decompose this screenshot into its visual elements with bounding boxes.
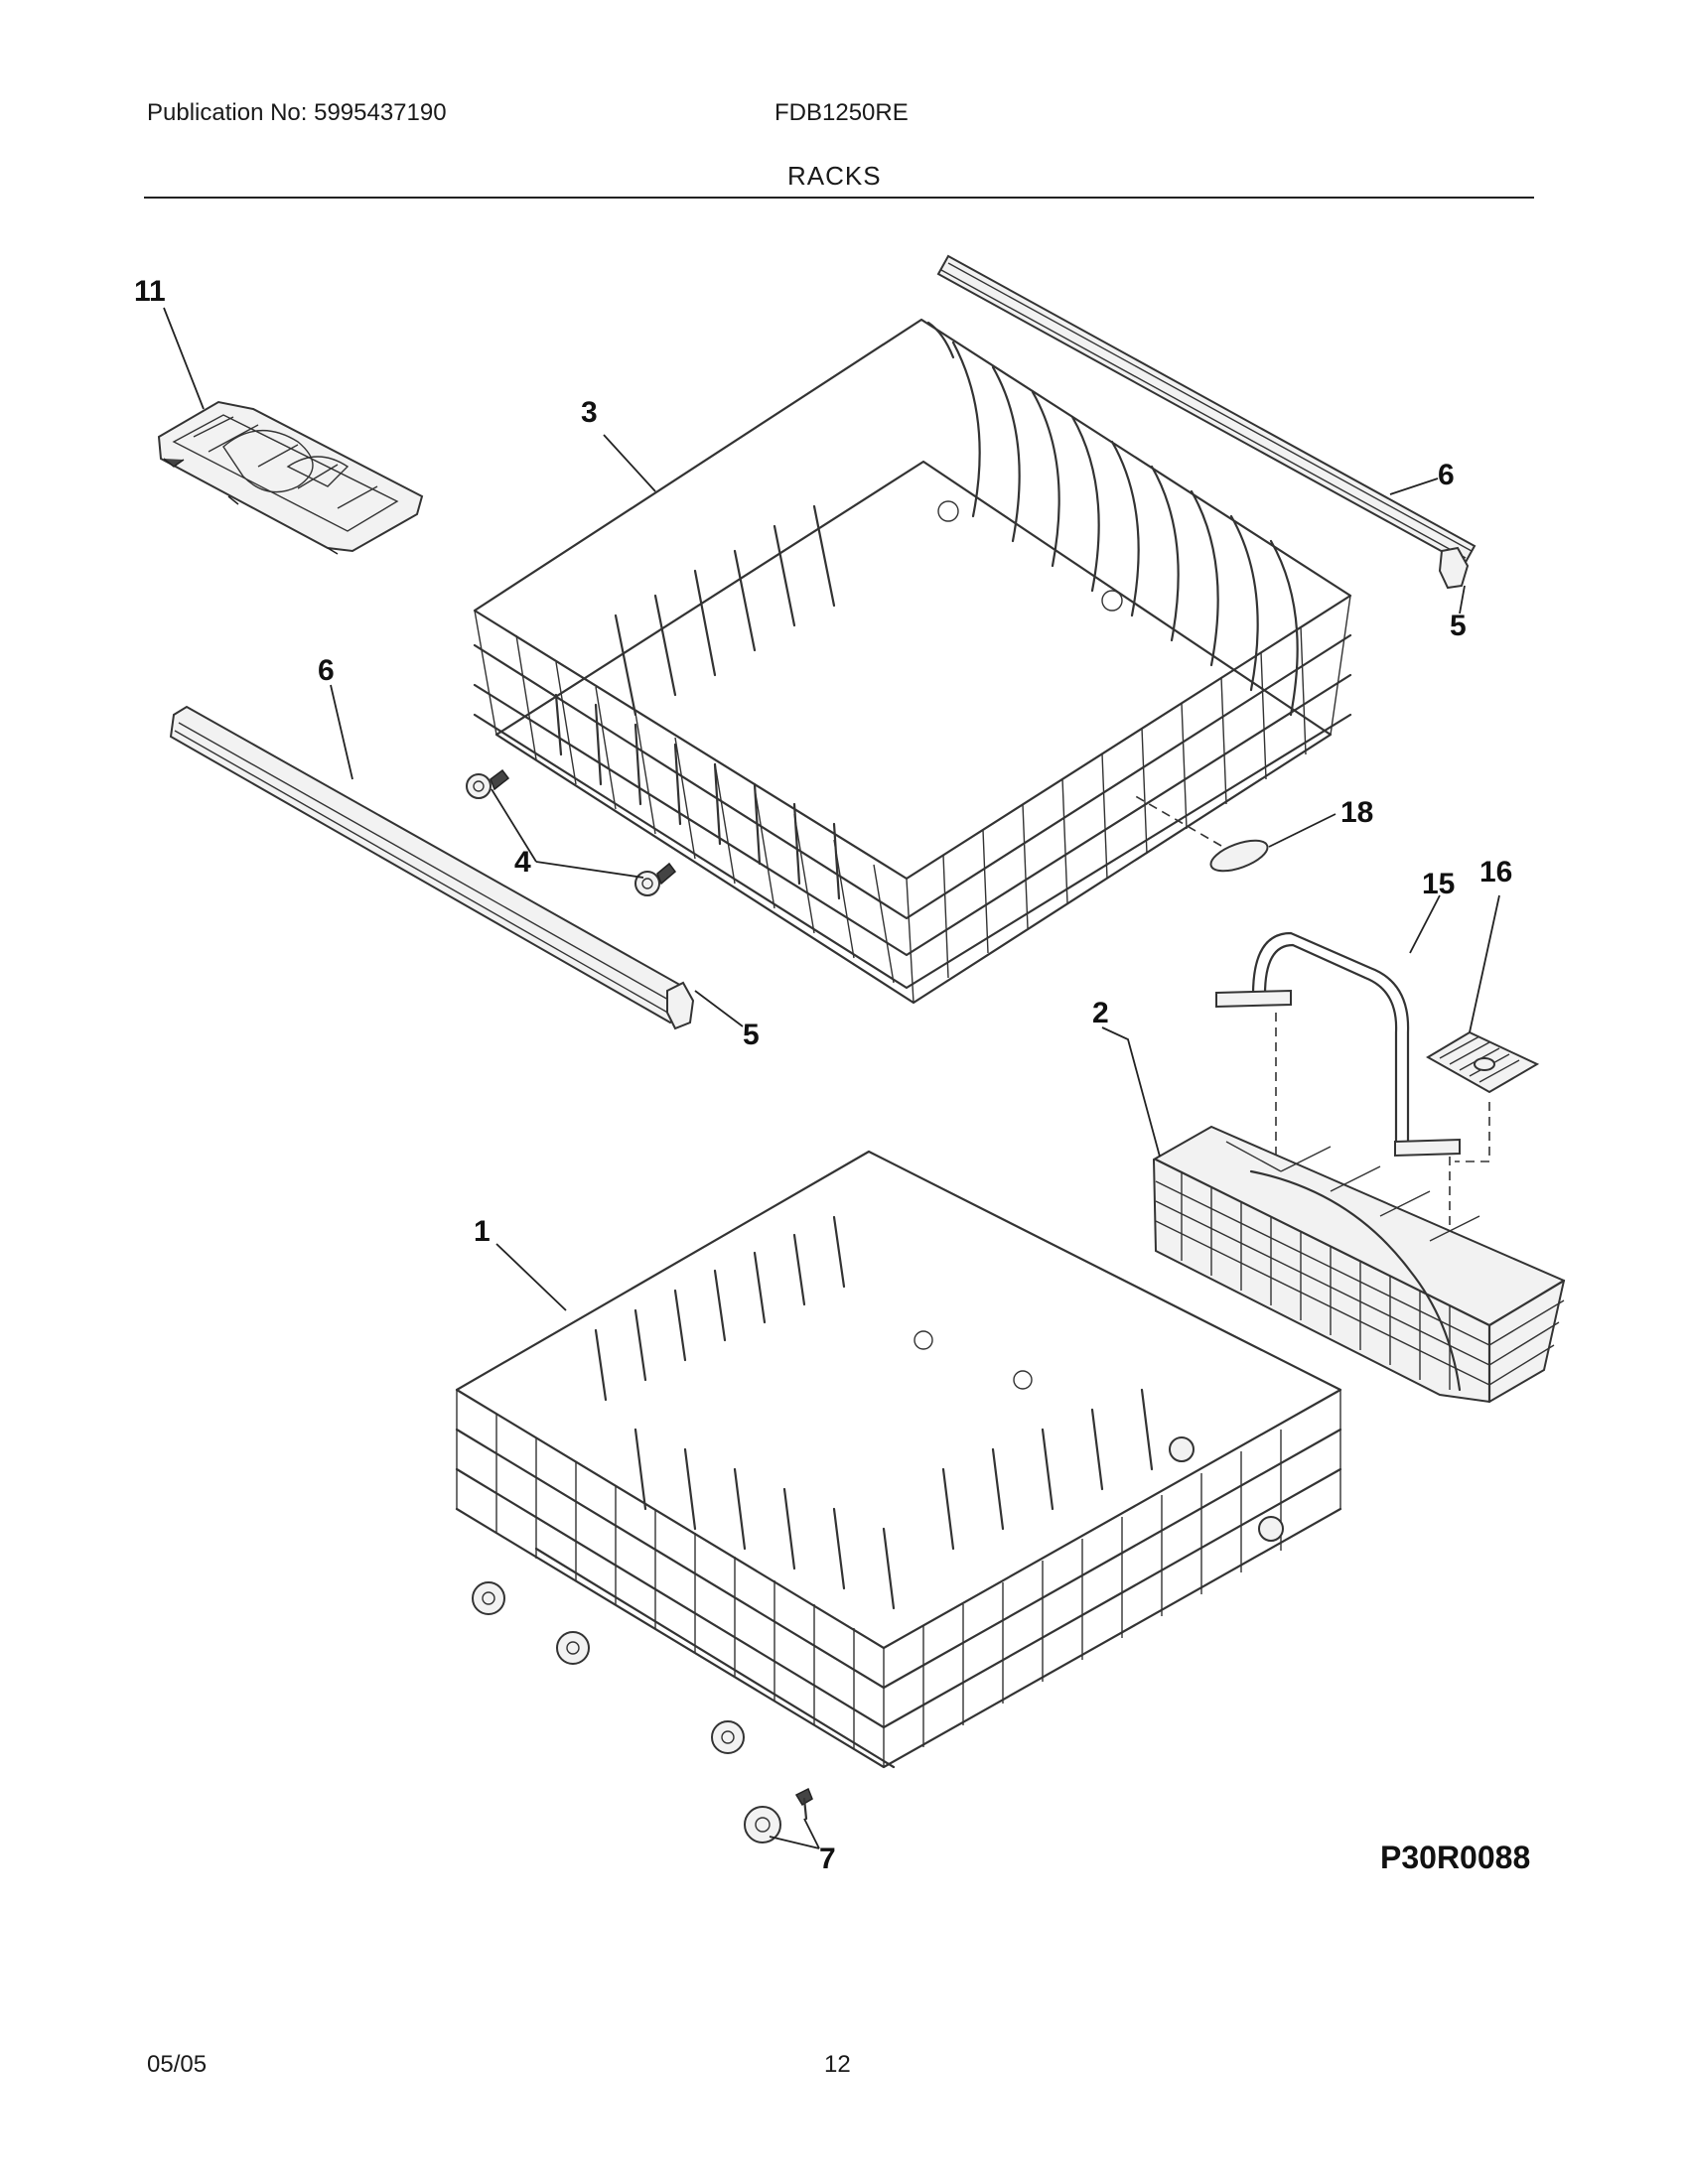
- callout-4: 4: [514, 846, 531, 879]
- callout-18: 18: [1340, 796, 1373, 829]
- footer-page-number: 12: [824, 2051, 851, 2078]
- part-3-upper-rack: [473, 318, 1352, 1005]
- callout-7: 7: [819, 1843, 836, 1875]
- callout-1: 1: [474, 1215, 491, 1248]
- callout-11: 11: [134, 275, 166, 308]
- part-15-basket-handle: [1215, 931, 1461, 1158]
- callout-5-top: 5: [1450, 610, 1467, 642]
- callout-2: 2: [1092, 997, 1109, 1029]
- header-rule: [144, 197, 1534, 199]
- part-4-upper-rack-rollers: [466, 768, 677, 896]
- model-number: FDB1250RE: [774, 99, 909, 126]
- part-18-rack-plug: [1131, 793, 1269, 873]
- part-6-rack-rail-left: [169, 705, 687, 1024]
- section-title: RACKS: [787, 161, 882, 191]
- callout-leader-lines: [163, 307, 1500, 1849]
- part-5-rail-end-cap-left: [666, 981, 695, 1030]
- callout-15: 15: [1422, 868, 1455, 900]
- diagram-code: P30R0088: [1380, 1840, 1530, 1875]
- callout-6-top: 6: [1438, 459, 1455, 491]
- part-7-wheel-and-axle: [744, 1787, 813, 1843]
- callout-3: 3: [581, 396, 598, 429]
- lower-rack-wheels: [472, 1436, 1284, 1754]
- callout-16: 16: [1479, 856, 1512, 888]
- publication-number: Publication No: 5995437190: [147, 99, 447, 126]
- footer-date: 05/05: [147, 2051, 208, 2078]
- callout-6-left: 6: [318, 654, 335, 687]
- part-6-rack-rail-top: [936, 254, 1477, 566]
- part-1-lower-rack: [455, 1150, 1342, 1769]
- part-2-silverware-basket: [1152, 1125, 1566, 1404]
- callout-5-left: 5: [743, 1019, 760, 1051]
- part-11-clip-insert: [157, 400, 424, 555]
- part-5-rail-end-cap-top: [1438, 546, 1470, 590]
- part-16-basket-lid: [1426, 1030, 1540, 1094]
